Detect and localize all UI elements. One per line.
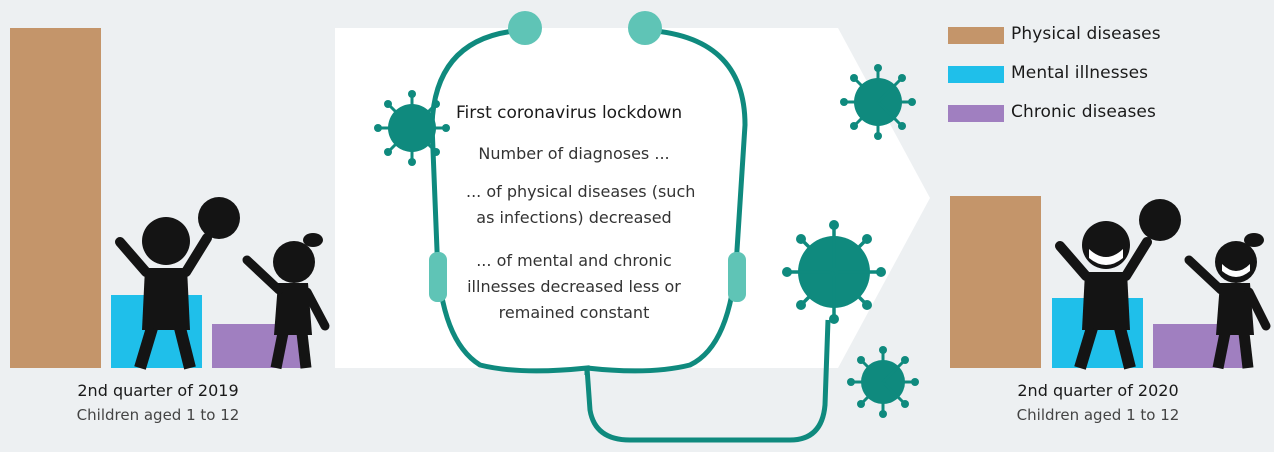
- center-title: First coronavirus lockdown: [456, 103, 683, 123]
- legend-swatch-mental: [948, 66, 1004, 83]
- right-period-label: 2nd quarter of 2020: [1017, 381, 1179, 400]
- bar-physical-2019: [10, 28, 101, 368]
- virus-icon: [840, 64, 916, 140]
- transition-arrow: [335, 28, 930, 368]
- center-line-2a: ... of physical diseases (such: [466, 182, 696, 201]
- legend-label-physical: Physical diseases: [1011, 24, 1161, 44]
- virus-icon: [782, 220, 886, 324]
- tube-joint-left: [429, 252, 447, 302]
- child-boy-2020: [1055, 199, 1181, 370]
- legend-label-chronic: Chronic diseases: [1011, 102, 1156, 122]
- center-line-3c: remained constant: [498, 303, 650, 322]
- center-line-2b: as infections) decreased: [476, 208, 672, 227]
- legend-swatch-physical: [948, 27, 1004, 44]
- legend-swatch-chronic: [948, 105, 1004, 122]
- center-line-3b: illnesses decreased less or: [467, 277, 681, 296]
- virus-icon: [374, 90, 450, 166]
- earpiece-right: [628, 11, 662, 45]
- virus-icon: [847, 346, 919, 418]
- child-girl-2019: [242, 233, 330, 370]
- right-population-label: Children aged 1 to 12: [1016, 406, 1180, 424]
- center-line-1: Number of diagnoses ...: [478, 144, 670, 163]
- legend-label-mental: Mental illnesses: [1011, 63, 1149, 83]
- left-population-label: Children aged 1 to 12: [76, 406, 240, 424]
- center-line-3a: ... of mental and chronic: [476, 251, 672, 270]
- tube-joint-right: [728, 252, 746, 302]
- child-boy-2019: [115, 197, 240, 370]
- child-girl-2020: [1184, 233, 1271, 370]
- bar-physical-2020: [950, 196, 1041, 368]
- stethoscope: [429, 11, 831, 443]
- left-period-label: 2nd quarter of 2019: [77, 381, 239, 400]
- earpiece-left: [508, 11, 542, 45]
